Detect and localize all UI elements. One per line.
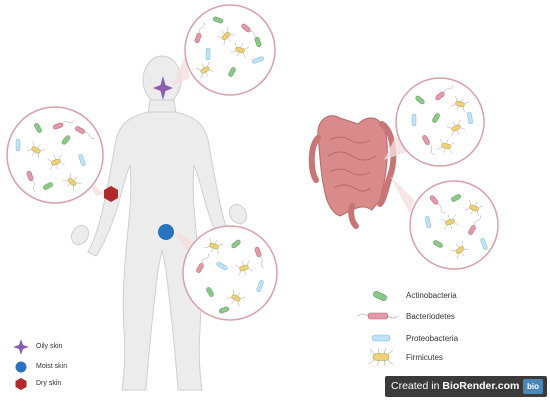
human-body-figure [70, 55, 248, 391]
biorender-watermark: Created in BioRender.com bio [385, 376, 547, 397]
legend-actinobacteria-icon [373, 291, 387, 301]
legend-firmicutes-label: Firmicutes [406, 353, 443, 362]
legend-dry-label: Dry skin [36, 380, 62, 387]
connector-oily [172, 56, 190, 86]
legend-oily-star [13, 339, 29, 355]
watermark-prefix: Created in [391, 380, 443, 392]
biorender-logo-icon: bio [523, 379, 543, 394]
oily-skin-marker [153, 76, 173, 100]
legend-actinobacteria-label: Actinobacteria [406, 291, 457, 300]
intestine-figure [308, 115, 397, 229]
watermark-brand: BioRender.com [442, 380, 520, 392]
magnifier-intestine-lower [409, 180, 499, 270]
legend-moist-label: Moist skin [36, 363, 68, 370]
magnifier-dry [6, 106, 104, 204]
moist-skin-marker [158, 224, 174, 240]
watermark-text: Created in BioRender.com [391, 380, 519, 392]
magnifier-moist [182, 225, 278, 321]
legend-oily-label: Oily skin [36, 343, 63, 350]
legend-firmicutes-icon [368, 347, 394, 367]
legend-proteobacteria-icon [371, 334, 391, 342]
dry-skin-marker [104, 186, 118, 202]
magnifier-oily [184, 4, 276, 96]
legend-moist-circle [15, 361, 27, 373]
magnifier-intestine-upper [395, 77, 485, 167]
legend-proteobacteria-label: Proteobacteria [406, 334, 459, 343]
legend-bacteriodetes-label: Bacteriodetes [406, 312, 455, 321]
legend-dry-hexagon [15, 378, 27, 390]
connector-moist [174, 232, 192, 252]
connector-intestine-lower [390, 176, 414, 214]
legend-bacteriodetes-icon [357, 312, 399, 320]
